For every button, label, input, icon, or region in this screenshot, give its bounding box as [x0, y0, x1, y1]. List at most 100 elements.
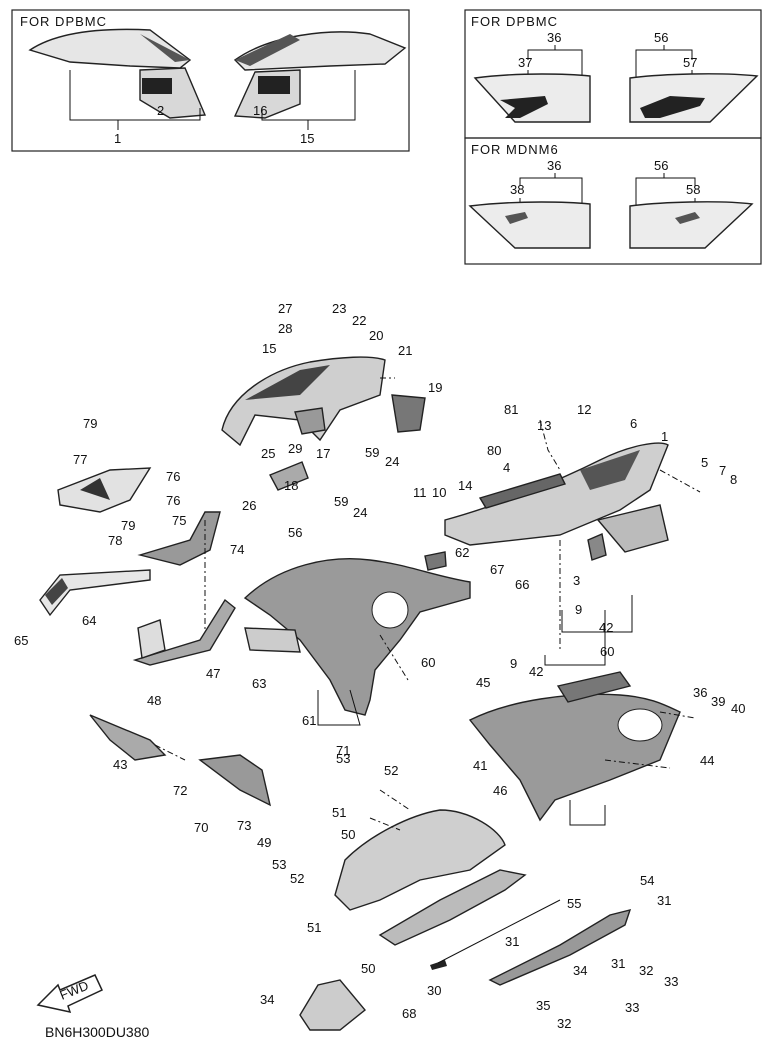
- callout-53: 53: [336, 751, 350, 766]
- panel-63: [244, 627, 301, 653]
- bracket-47: [132, 598, 236, 666]
- callout-39: 39: [711, 694, 725, 709]
- callout-1: 1: [661, 429, 668, 444]
- callout-73: 73: [237, 818, 251, 833]
- inset-rb-label-38: 38: [510, 182, 524, 197]
- callout-59: 59: [334, 494, 348, 509]
- inset-rb-label-58: 58: [686, 182, 700, 197]
- fairing-56: [243, 558, 471, 716]
- callout-31: 31: [505, 934, 519, 949]
- callout-31: 31: [611, 956, 625, 971]
- callout-68: 68: [402, 1006, 416, 1021]
- callout-6: 6: [630, 416, 637, 431]
- inset-right-bottom-header: FOR MDNM6: [471, 142, 559, 157]
- decal-38-logo: [505, 212, 528, 224]
- callout-42: 42: [599, 620, 613, 635]
- callout-51: 51: [307, 920, 321, 935]
- cover-72: [89, 714, 167, 761]
- inset-rt-label-56: 56: [654, 30, 668, 45]
- leader-36-39: [659, 711, 696, 719]
- callout-61: 61: [302, 713, 316, 728]
- inset-rb-label-36: 36: [547, 158, 561, 173]
- panel-45: [556, 671, 632, 703]
- callout-10: 10: [432, 485, 446, 500]
- fwd-arrow-icon: [36, 974, 103, 1014]
- bracket-44: [569, 800, 606, 826]
- cover-64-dark: [45, 578, 68, 605]
- strip-4: [478, 473, 566, 509]
- inset-left-label-2: 2: [157, 103, 164, 118]
- callout-47: 47: [206, 666, 220, 681]
- callout-18: 18: [284, 478, 298, 493]
- callout-52: 52: [290, 871, 304, 886]
- callout-33: 33: [664, 974, 678, 989]
- leader-36-43: [604, 759, 671, 769]
- callout-71: 71: [336, 743, 350, 758]
- callout-21: 21: [398, 343, 412, 358]
- callout-51: 51: [332, 805, 346, 820]
- callout-72: 72: [173, 783, 187, 798]
- callout-13: 13: [537, 418, 551, 433]
- callout-35: 35: [536, 998, 550, 1013]
- callout-15: 15: [262, 341, 276, 356]
- callout-34: 34: [260, 992, 274, 1007]
- callout-23: 23: [332, 301, 346, 316]
- callout-4: 4: [503, 460, 510, 475]
- callout-29: 29: [288, 441, 302, 456]
- callout-25: 25: [261, 446, 275, 461]
- panel-68: [299, 979, 366, 1031]
- callout-48: 48: [147, 693, 161, 708]
- callout-65: 65: [14, 633, 28, 648]
- callout-46: 46: [493, 783, 507, 798]
- callout-54: 54: [640, 873, 654, 888]
- cowling-15-dark: [245, 365, 330, 400]
- inset-right-top-header: FOR DPBMC: [471, 14, 558, 29]
- leader-49-50: [369, 817, 401, 831]
- panel-18: [269, 461, 309, 491]
- callout-7: 7: [719, 463, 726, 478]
- callout-80: 80: [487, 443, 501, 458]
- bracket-42b: [544, 610, 606, 666]
- leader-56-61: [379, 634, 409, 681]
- callout-26: 26: [242, 498, 256, 513]
- callout-74: 74: [230, 542, 244, 557]
- callout-75: 75: [172, 513, 186, 528]
- leader-72-73: [154, 744, 186, 761]
- side-decal-16: [258, 76, 290, 94]
- callout-44: 44: [700, 753, 714, 768]
- side-cover-1-shape: [28, 28, 192, 69]
- callout-27: 27: [278, 301, 292, 316]
- callout-11: 11: [413, 485, 427, 500]
- callout-14: 14: [458, 478, 472, 493]
- undercowl-49: [334, 809, 506, 911]
- side-decal-2: [142, 78, 172, 94]
- side-cover-15-dark: [235, 34, 300, 66]
- bracket-47-plate: [137, 619, 166, 659]
- callout-78: 78: [108, 533, 122, 548]
- panel-30: [488, 909, 632, 986]
- callout-76: 76: [166, 469, 180, 484]
- cover-70: [198, 754, 272, 807]
- decal-57-logo: [640, 96, 705, 118]
- panel-54: [378, 869, 527, 946]
- fairing-56-cutout: [371, 591, 409, 629]
- callout-42: 42: [529, 664, 543, 679]
- callout-40: 40: [731, 701, 745, 716]
- callout-60: 60: [600, 644, 614, 659]
- callout-32: 32: [557, 1016, 571, 1031]
- callout-53: 53: [272, 857, 286, 872]
- callout-30: 30: [427, 983, 441, 998]
- callout-34: 34: [573, 963, 587, 978]
- cover-77-dark: [80, 478, 110, 500]
- panel-3: [587, 533, 607, 561]
- callout-20: 20: [369, 328, 383, 343]
- callout-60: 60: [421, 655, 435, 670]
- decal-38-panel: [468, 201, 591, 249]
- callout-70: 70: [194, 820, 208, 835]
- leader-49-51: [379, 789, 411, 811]
- callout-62: 62: [455, 545, 469, 560]
- callout-66: 66: [515, 577, 529, 592]
- callout-12: 12: [577, 402, 591, 417]
- callout-49: 49: [257, 835, 271, 850]
